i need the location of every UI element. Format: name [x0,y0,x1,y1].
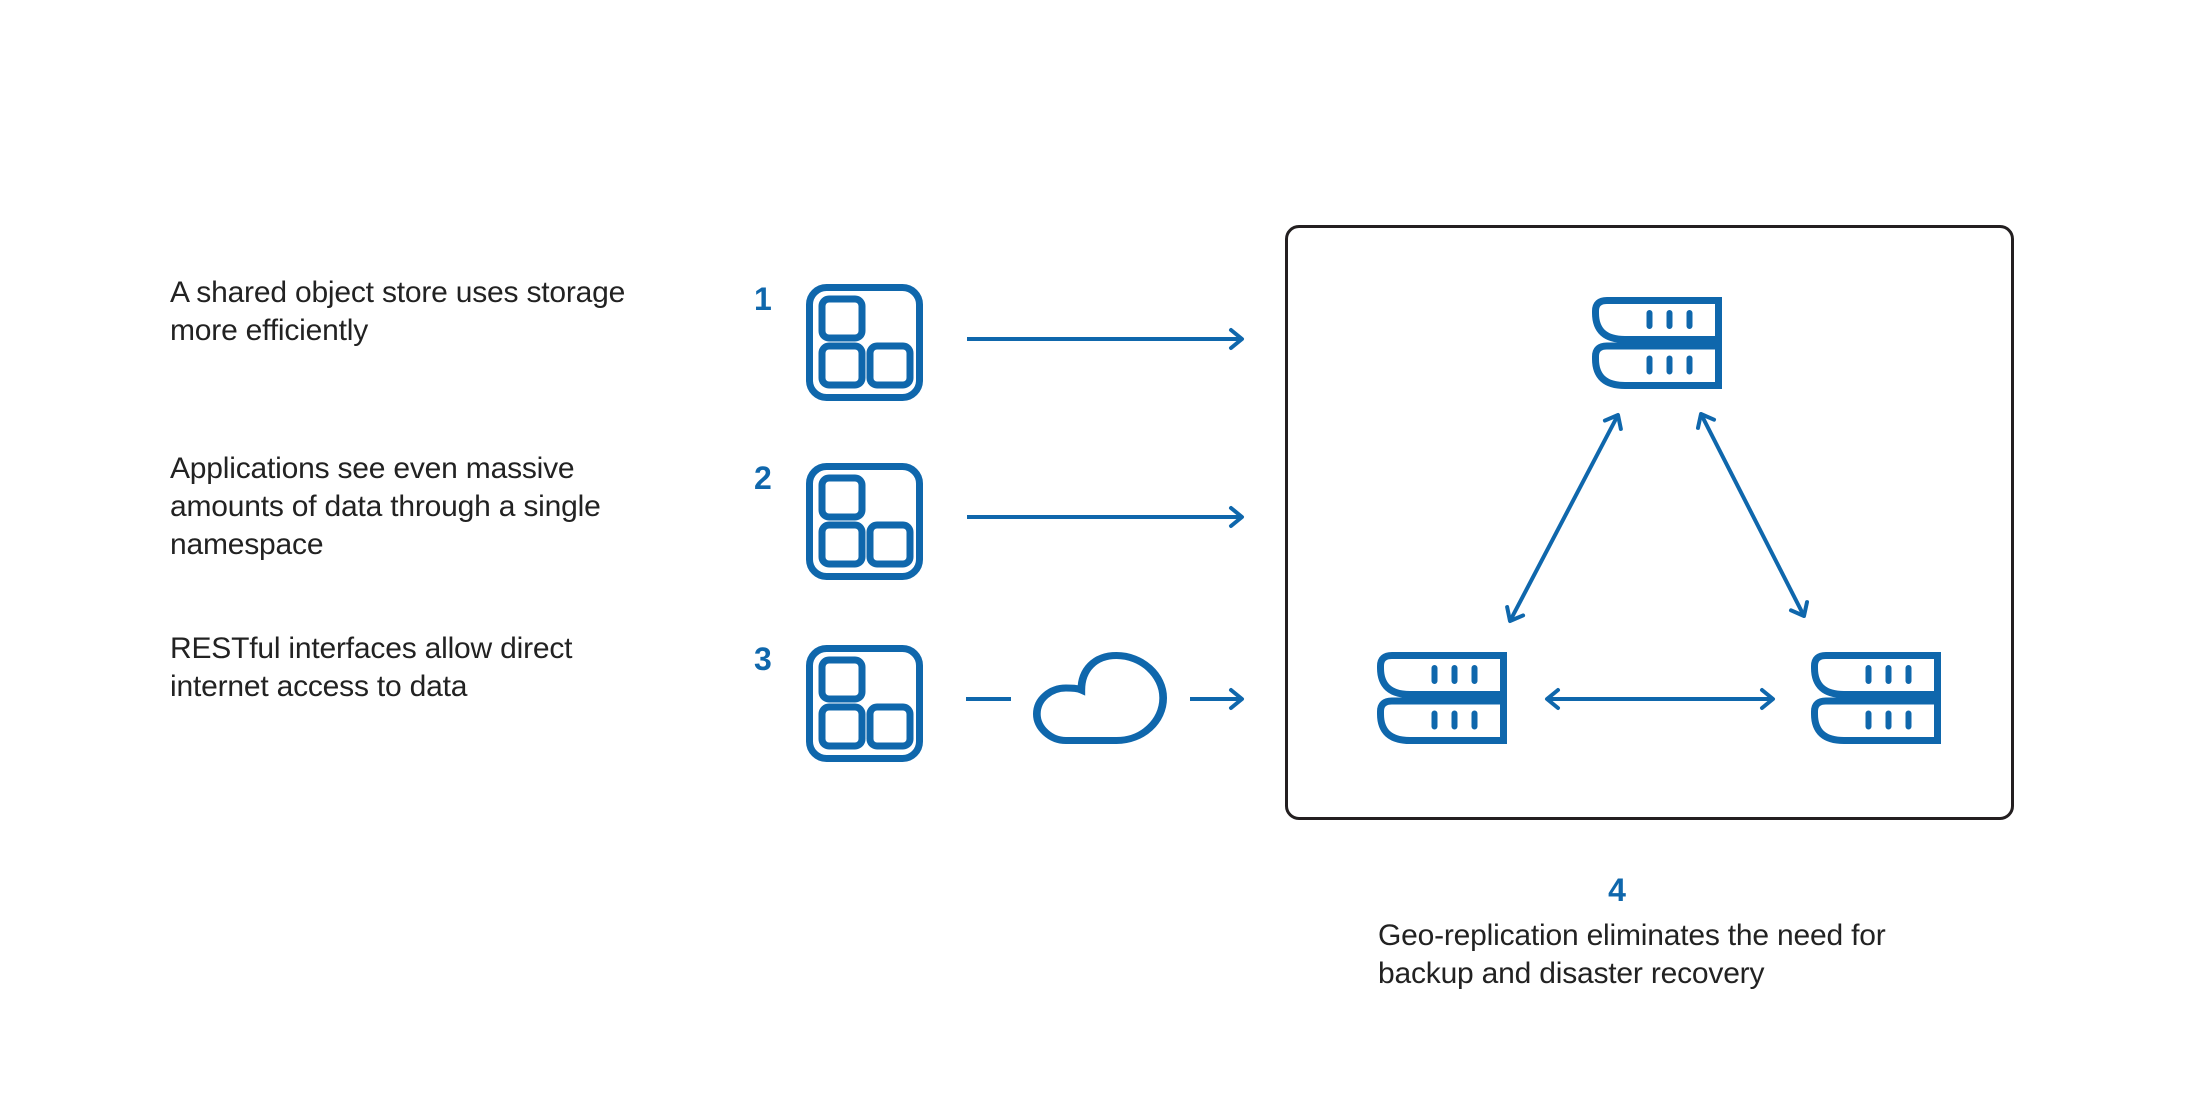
connector-line-to-cloud [966,697,1011,701]
feature-3-line-2: internet access to data [170,670,468,703]
geo-replication-text: Geo-replication eliminates the need for … [1378,917,1886,993]
arrow-cloud-to-box [1190,688,1244,710]
storage-server-icon-right [1811,652,1941,744]
feature-1-line-2: more efficiently [170,314,368,347]
geo-replication-number: 4 [1608,872,1626,908]
geo-replication-box [1285,225,2014,820]
feature-3-text: RESTful interfaces allow direct internet… [170,630,572,706]
arrow-feature-2-icon [967,506,1244,528]
feature-3-number: 3 [754,641,772,677]
storage-server-icon-top [1592,297,1722,389]
arrow-feature-1-icon [967,328,1244,350]
feature-1-line-1: A shared object store uses storage [170,276,626,309]
app-grid-icon [806,284,923,401]
storage-server-icon-left [1377,652,1507,744]
geo-replication-line-2: backup and disaster recovery [1378,957,1765,990]
replication-arrow-horizontal [1545,688,1775,710]
feature-2-number: 2 [754,460,772,496]
feature-1-text: A shared object store uses storage more … [170,274,625,350]
geo-replication-line-1: Geo-replication eliminates the need for [1378,919,1886,952]
app-grid-icon [806,645,923,762]
feature-2-line-2: amounts of data through a single [170,490,601,523]
replication-arrow-right-diagonal [1695,412,1810,618]
cloud-icon [1033,652,1167,744]
feature-3-line-1: RESTful interfaces allow direct [170,632,573,665]
feature-1-number: 1 [754,281,772,317]
app-grid-icon [806,463,923,580]
feature-2-line-3: namespace [170,528,324,561]
feature-2-text: Applications see even massive amounts of… [170,450,601,564]
replication-arrow-left-diagonal [1505,413,1623,623]
feature-2-line-1: Applications see even massive [170,452,575,485]
